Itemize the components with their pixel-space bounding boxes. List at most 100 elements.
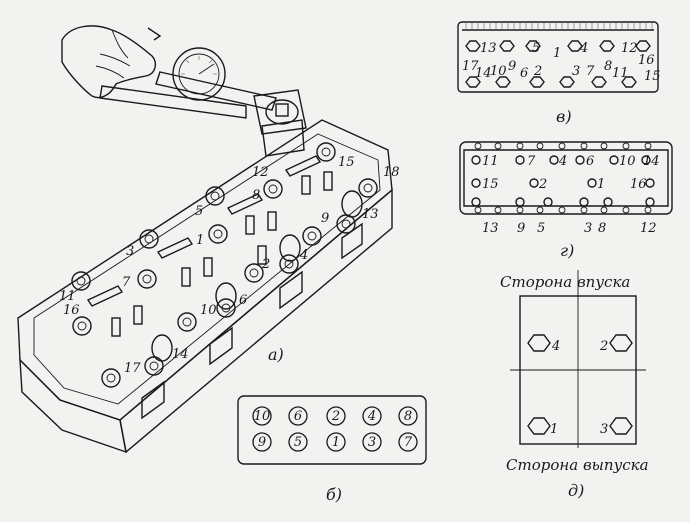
head-number: 10 [200,303,217,318]
bolt-hex [465,76,481,88]
order-number: 4 [579,41,588,56]
head-bolt [144,356,164,376]
order-number: 12 [621,41,638,56]
order-number: 2 [331,409,340,424]
head-number: 12 [252,165,269,180]
head-bolt [302,226,322,246]
panel-g-numbers-middle: 15 2 1 16 [482,177,647,192]
panel-b-frame [237,395,427,465]
head-number: 4 [299,248,308,263]
head-bolt [316,142,336,162]
bolt-hex [525,40,541,52]
head-bolt [208,224,228,244]
panel-g-sixteen-bolt-order: 11 7 4 6 10 14 15 2 1 16 13 9 5 3 8 12 г… [459,141,673,260]
order-number: 1 [332,435,340,450]
head-inner-rim [33,133,381,405]
panel-g-numbers-bottom: 13 9 5 3 8 12 [482,221,657,236]
order-number: 11 [482,154,499,169]
order-number: 2 [533,64,542,79]
intake-side-label: Сторона впуска [500,273,630,291]
caption-a: а) [268,345,284,364]
head-number: 1 [196,233,204,248]
head-number: 15 [338,155,355,170]
head-number: 18 [383,165,400,180]
order-number: 16 [638,53,655,68]
order-number: 9 [508,59,516,74]
bolt-hex [591,76,607,88]
panel-g-numbers-top: 11 7 4 6 10 14 [482,154,660,169]
panel-v-frame [457,21,659,93]
caption-b: б) [326,485,342,504]
wrench-beam [155,71,277,111]
order-number: 9 [258,435,266,450]
wrench-head [253,89,307,135]
panel-b-row-bottom: 9 5 1 3 7 [252,432,418,452]
order-number: 4 [367,409,376,424]
order-number: 7 [586,64,595,79]
exhaust-ports [141,222,363,420]
torque-wrench [99,47,307,157]
caption-v: в) [556,107,572,126]
panel-g-edge-holes [474,142,652,214]
order-number: 1 [597,177,605,192]
bolt-hex [559,76,575,88]
head-bolts [71,142,378,388]
head-number: 13 [362,207,379,222]
order-number: 6 [294,409,302,424]
head-bolt [72,316,92,336]
panel-v-numbers-top: 13 5 1 4 12 16 [480,41,655,68]
panel-v-bolts [465,40,651,88]
head-bolt [244,263,264,283]
order-number: 8 [604,59,612,74]
order-number: 10 [619,154,636,169]
head-bolt [205,186,225,206]
bolt-hex [499,40,515,52]
order-number: 3 [368,435,376,450]
wrench-handle [99,85,247,119]
order-number: 14 [475,66,492,81]
order-number: 13 [480,41,497,56]
order-number: 10 [254,409,271,424]
order-number: 5 [537,221,545,236]
head-number: 5 [195,204,203,219]
panel-b-row-top: 10 6 2 4 8 [252,406,418,426]
panel-b-ten-bolt-order: 10 6 2 4 8 9 5 1 3 7 б) [237,395,427,504]
order-number: 9 [517,221,525,236]
head-number: 14 [172,347,189,362]
panel-a-cylinder-head: 18 15 12 8 5 3 1 13 9 4 2 6 10 11 16 7 1… [17,25,400,454]
order-number: 3 [572,64,580,79]
head-bolt [279,254,299,274]
order-number: 2 [538,177,547,192]
head-number: 9 [321,211,329,226]
order-number: 7 [404,435,413,450]
order-number: 17 [462,59,479,74]
head-side-face [19,358,127,454]
rocker-studs [111,171,333,337]
order-number: 3 [600,422,608,437]
head-bolt [177,312,197,332]
order-number: 15 [482,177,499,192]
order-number: 11 [612,66,629,81]
order-number: 15 [644,69,661,84]
order-number: 13 [482,221,499,236]
order-number: 4 [558,154,567,169]
order-number: 3 [584,221,592,236]
spark-plug-wells [151,190,363,362]
bolt-hex [495,76,511,88]
order-number: 4 [551,339,560,354]
order-number: 1 [550,422,558,437]
order-number: 6 [586,154,594,169]
panel-v-numbers-bottom: 17 14 10 9 6 2 3 7 8 11 15 [462,59,661,84]
panel-v-seventeen-bolt-order: 13 5 1 4 12 16 17 14 10 9 6 2 3 7 8 11 1… [457,21,661,126]
oil-slots [86,155,322,307]
bolt-hex [599,40,615,52]
order-number: 10 [490,64,507,79]
order-number: 6 [520,66,528,81]
order-number: 16 [630,177,647,192]
head-number: 2 [261,257,270,272]
panel-v-hatching [465,23,653,30]
panel-g-bolts [471,155,655,207]
bolt-hex [465,40,481,52]
caption-g: г) [560,241,574,260]
